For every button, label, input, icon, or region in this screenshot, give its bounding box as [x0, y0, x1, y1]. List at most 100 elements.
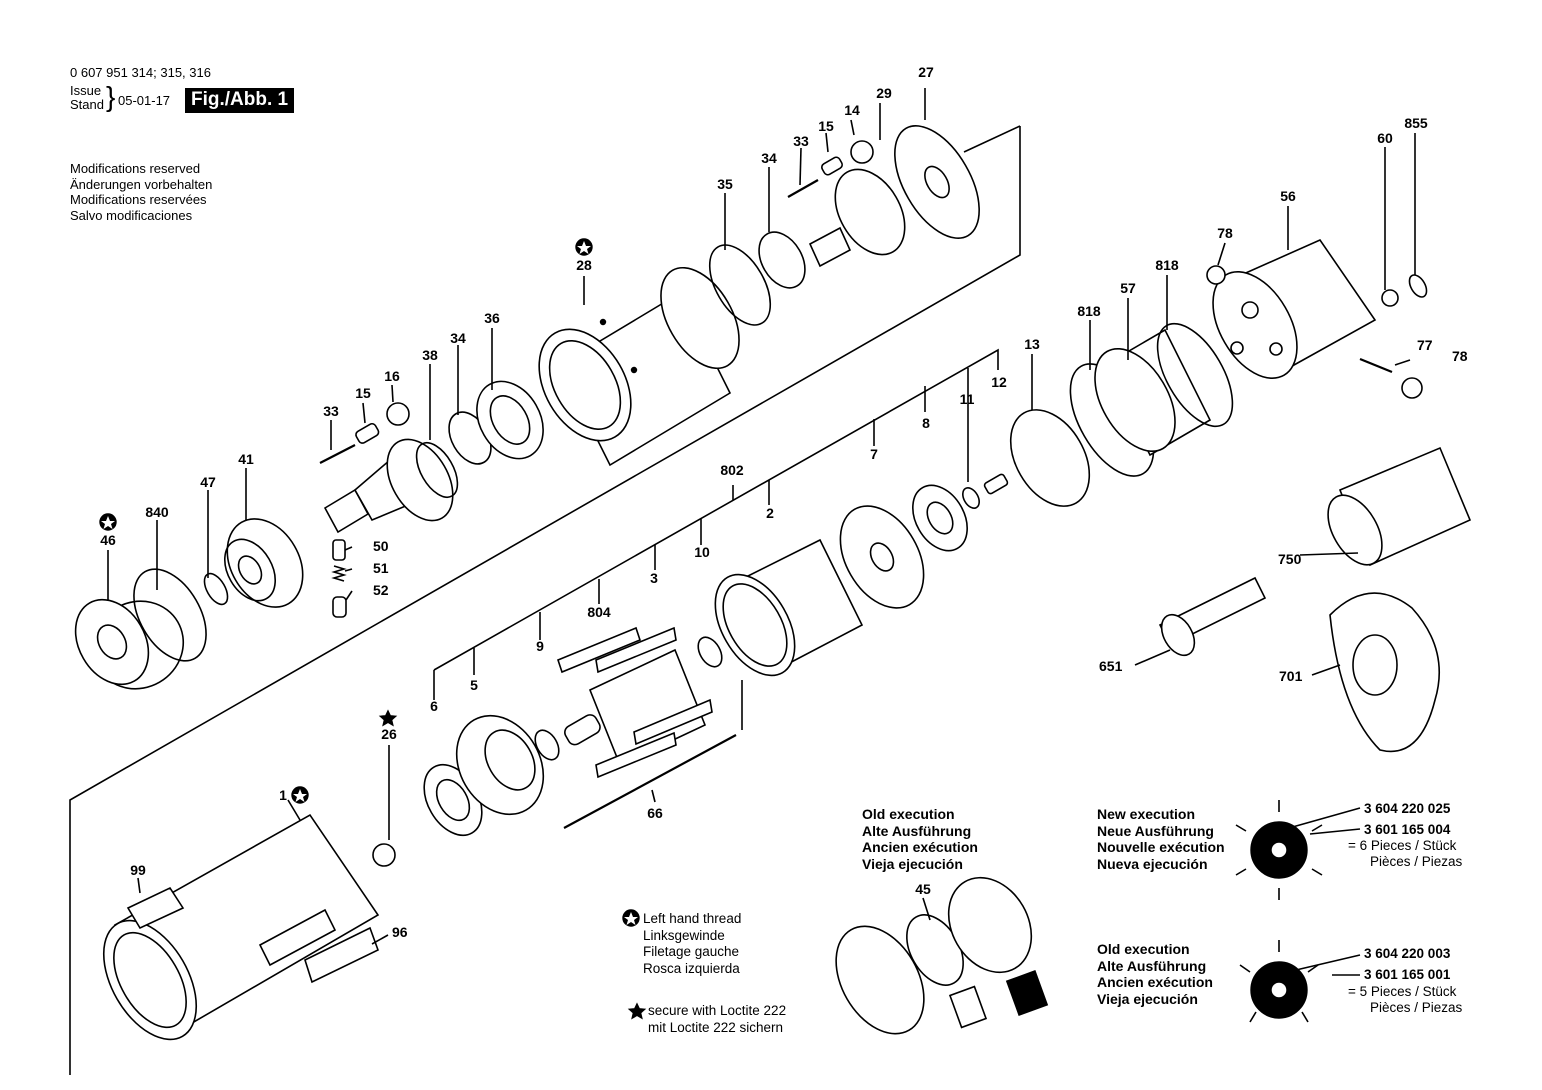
- label-35: 35: [717, 176, 733, 192]
- new-execution-text: New execution Neue Ausführung Nouvelle e…: [1097, 806, 1225, 872]
- star-in-circle-icon: [291, 786, 309, 804]
- label-33b: 33: [323, 403, 339, 419]
- part-99-label: [126, 886, 185, 930]
- frame-line: [963, 125, 1021, 153]
- label-6: 6: [430, 698, 438, 714]
- label-28: 28: [576, 257, 592, 273]
- frame-line: [69, 126, 1021, 1075]
- part-46-nut: [74, 598, 185, 690]
- part-38-spindle: [323, 438, 459, 534]
- label-36: 36: [484, 310, 500, 326]
- part-45-old-execution: [835, 876, 1049, 1035]
- old-execution-vanes-text: Old execution Alte Ausführung Ancien exé…: [1097, 941, 1213, 1007]
- issue-date: 05-01-17: [118, 93, 171, 108]
- new-code-a: 3 604 220 025: [1364, 801, 1451, 816]
- modifications-line: Modifications reserved: [70, 161, 201, 176]
- part-33-pin: [319, 444, 356, 464]
- label-840: 840: [145, 504, 169, 520]
- label-29: 29: [876, 85, 892, 101]
- label-804: 804: [587, 604, 611, 620]
- label-9: 9: [536, 638, 544, 654]
- label-50: 50: [373, 538, 389, 554]
- part-11-washer: [962, 487, 980, 509]
- label-34b: 34: [450, 330, 466, 346]
- label-2: 2: [766, 505, 774, 521]
- label-52: 52: [373, 582, 389, 598]
- label-3: 3: [650, 570, 658, 586]
- label-78: 78: [1217, 225, 1233, 241]
- part-78-plug: [1206, 265, 1226, 285]
- part-12-screw: [983, 473, 1009, 495]
- bracket-802: [433, 348, 999, 671]
- part-29-planet-carrier: [808, 168, 906, 268]
- old-code-a: 3 604 220 003: [1364, 946, 1451, 961]
- star-in-circle-icon: [622, 909, 640, 927]
- issue-stand-block: Issue Stand: [70, 84, 104, 112]
- label-77: 77: [1417, 337, 1433, 353]
- issue-label: Issue: [70, 83, 102, 98]
- part-2-cylinder: [714, 538, 864, 677]
- label-855: 855: [1404, 115, 1428, 131]
- part-96-label-slot: [258, 908, 337, 967]
- modifications-line: Änderungen vorbehalten: [70, 176, 213, 192]
- exec-line: Ancien exécution: [862, 839, 978, 855]
- legend-line: secure with Loctite 222: [648, 1003, 787, 1018]
- stand-label: Stand: [70, 97, 104, 112]
- new-code-b: 3 601 165 004: [1364, 822, 1451, 837]
- legend-line: Rosca izquierda: [643, 960, 740, 976]
- label-7: 7: [870, 446, 878, 462]
- label-38: 38: [422, 347, 438, 363]
- new-vane-icon: [1235, 800, 1361, 900]
- exec-line: Ancien exécution: [1097, 974, 1213, 990]
- label-15b: 15: [355, 385, 371, 401]
- label-15: 15: [818, 118, 834, 134]
- star-in-circle-icon: [575, 238, 593, 256]
- part-number-list: 0 607 951 314; 315, 316: [70, 65, 211, 80]
- part-14-gear: [850, 140, 874, 164]
- label-16: 16: [384, 368, 400, 384]
- label-56: 56: [1280, 188, 1296, 204]
- part-8-bearing: [912, 484, 968, 552]
- star-icon: [378, 709, 398, 727]
- legend-line: Linksgewinde: [643, 927, 725, 943]
- label-818: 818: [1155, 257, 1179, 273]
- label-26: 26: [381, 726, 397, 742]
- part-60-screen: [1381, 289, 1399, 307]
- label-5: 5: [470, 677, 478, 693]
- label-33: 33: [793, 133, 809, 149]
- label-51: 51: [373, 560, 389, 576]
- part-7-endplate: [839, 505, 925, 609]
- part-15-bushing: [355, 422, 380, 444]
- brace-glyph: }: [106, 81, 116, 112]
- legend-line: mit Loctite 222 sichern: [648, 1019, 784, 1035]
- part-56-cover: [1212, 238, 1377, 379]
- label-10: 10: [694, 544, 710, 560]
- label-8: 8: [922, 415, 930, 431]
- exec-line: Old execution: [862, 806, 955, 822]
- old-execution-45-text: Old execution Alte Ausführung Ancien exé…: [862, 806, 978, 872]
- label-27: 27: [918, 64, 934, 80]
- label-818b: 818: [1077, 303, 1101, 319]
- exec-line: Nueva ejecución: [1097, 855, 1208, 872]
- part-804-vanes: [557, 626, 713, 779]
- part-36-bearing: [476, 380, 544, 460]
- part-3-rotor: [564, 648, 707, 767]
- star-icon: [627, 1002, 647, 1020]
- label-1: 1: [279, 787, 287, 803]
- part-77-pin: [1359, 357, 1393, 374]
- figure-label: Fig./Abb. 1: [185, 88, 295, 113]
- part-35-ring: [708, 244, 772, 326]
- label-651: 651: [1099, 658, 1123, 674]
- part-27-disk: [894, 125, 980, 239]
- modifications-note: Modifications reserved Änderungen vorbeh…: [70, 161, 212, 223]
- new-qty-line: Pièces / Piezas: [1370, 854, 1463, 869]
- part-15-bushing-upper: [821, 156, 843, 176]
- exec-line: Nouvelle exécution: [1097, 839, 1225, 855]
- exec-line: Old execution: [1097, 941, 1190, 957]
- label-750: 750: [1278, 551, 1302, 567]
- old-vane-icon: [1239, 940, 1361, 1023]
- leader-lines: [107, 88, 1416, 945]
- label-34: 34: [761, 150, 777, 166]
- label-14: 14: [844, 102, 860, 118]
